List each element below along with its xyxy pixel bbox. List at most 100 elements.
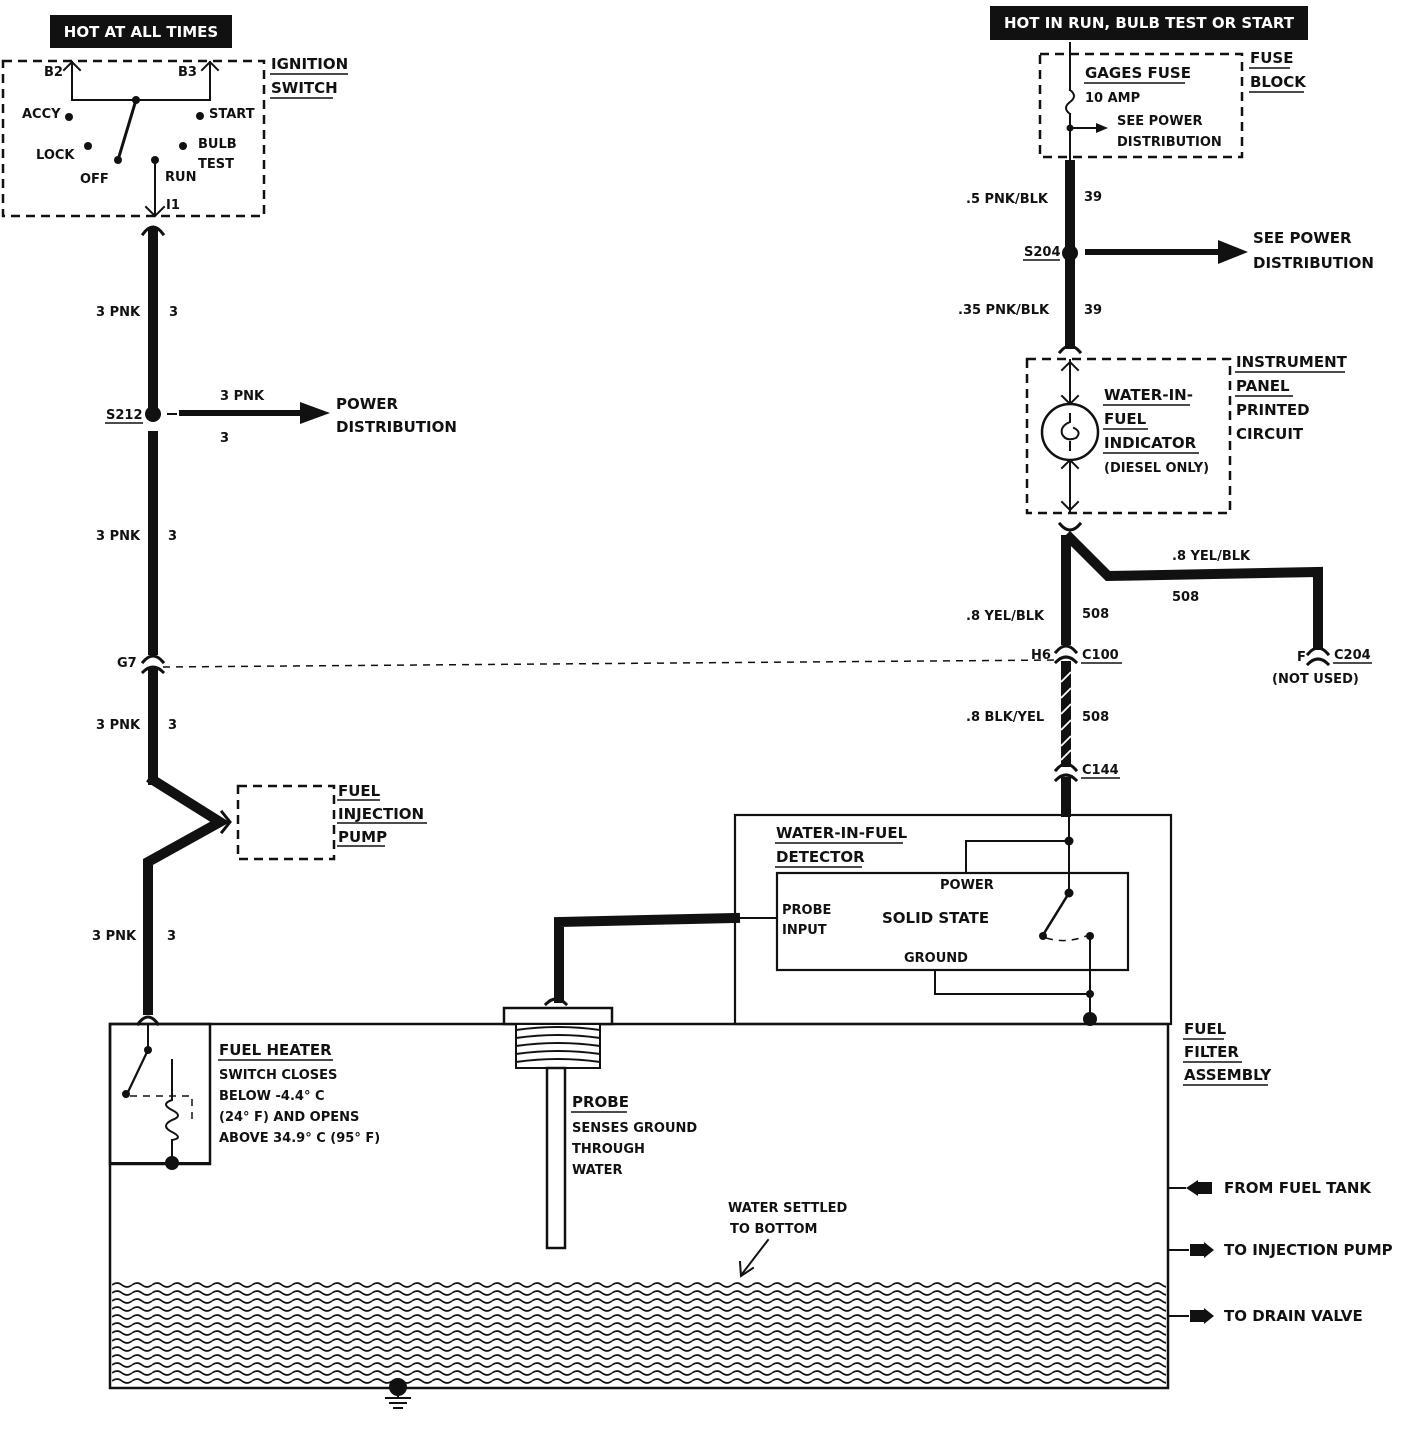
left-circuit: 3 PNK 3 S212 3 PNK 3 POWER DISTRIBUTION … — [92, 225, 457, 1027]
port-to-injection-pump: TO INJECTION PUMP — [1167, 1241, 1393, 1259]
right-wire-a-size: .5 PNK/BLK — [966, 192, 1049, 207]
right-branch-num: 508 — [1172, 590, 1199, 605]
ignition-switch-title-1: IGNITION — [271, 55, 348, 73]
fuel-heater-line-2: BELOW -4.4° C — [219, 1089, 325, 1104]
bulb-icon — [1040, 402, 1100, 462]
fuel-heater-line-3: (24° F) AND OPENS — [219, 1110, 359, 1125]
header-hot-at-all-times-text: HOT AT ALL TIMES — [64, 23, 218, 41]
detector-probe-2: INPUT — [782, 923, 827, 938]
right-wire-b-size: .35 PNK/BLK — [958, 303, 1050, 318]
see-power-arrow — [1218, 240, 1248, 264]
probe-line-1: SENSES GROUND — [572, 1121, 697, 1136]
instrument-panel-title-4: CIRCUIT — [1236, 425, 1304, 443]
fuel-injection-pump-line-3: PUMP — [338, 828, 387, 846]
fuse-block: FUSE BLOCK GAGES FUSE 10 AMP SEE POWER D… — [1038, 42, 1307, 161]
settled-water — [112, 1282, 1166, 1386]
filter-title-1: FUEL — [1184, 1020, 1227, 1038]
connector-c204: C204 — [1334, 648, 1371, 663]
left-wire-a-size: 3 PNK — [96, 305, 141, 320]
connector-g7: G7 — [117, 656, 137, 671]
fuel-heater-title: FUEL HEATER — [219, 1041, 332, 1059]
instrument-panel-title-3: PRINTED — [1236, 401, 1310, 419]
power-dist-text-2: DISTRIBUTION — [336, 418, 457, 436]
wire-stripe — [1060, 671, 1072, 761]
probe-rod — [545, 1066, 567, 1250]
splice-s212 — [145, 406, 161, 422]
ignition-bulb: BULB — [198, 137, 237, 152]
s204-see-1: SEE POWER — [1253, 229, 1352, 247]
left-branch-size: 3 PNK — [220, 389, 265, 404]
s204-see-2: DISTRIBUTION — [1253, 254, 1374, 272]
filter-title-2: FILTER — [1184, 1043, 1239, 1061]
right-wire-a-num: 39 — [1084, 190, 1102, 205]
ignition-i1: I1 — [166, 198, 180, 213]
filter-title-3: ASSEMBLY — [1184, 1066, 1272, 1084]
ignition-accy: ACCY — [22, 107, 61, 122]
fuel-filter-assembly: FUEL FILTER ASSEMBLY WATER SETTLED TO BO… — [108, 1020, 1393, 1409]
left-wire-b-num: 3 — [168, 529, 177, 544]
detector-ground: GROUND — [904, 951, 968, 966]
indicator-text-2: FUEL — [1104, 410, 1147, 428]
right-wire-b-num: 39 — [1084, 303, 1102, 318]
probe: PROBE SENSES GROUND THROUGH WATER — [502, 997, 697, 1250]
fuel-heater-line-1: SWITCH CLOSES — [219, 1068, 337, 1083]
probe-title: PROBE — [572, 1093, 629, 1111]
detector-title-2: DETECTOR — [776, 848, 865, 866]
instrument-panel-title-1: INSTRUMENT — [1236, 353, 1348, 371]
fuse-block-title-2: BLOCK — [1250, 73, 1307, 91]
splice-s212-label: S212 — [106, 408, 143, 423]
fuel-heater: FUEL HEATER SWITCH CLOSES BELOW -4.4° C … — [108, 1022, 380, 1170]
left-wire-c-num: 3 — [168, 718, 177, 733]
left-wire-b-size: 3 PNK — [96, 529, 141, 544]
c204-not-used: (NOT USED) — [1272, 672, 1359, 687]
fuse-see-1: SEE POWER — [1117, 114, 1202, 129]
fuse-block-title-1: FUSE — [1250, 49, 1293, 67]
left-wire-d-num: 3 — [167, 929, 176, 944]
gages-fuse-rating: 10 AMP — [1085, 91, 1140, 106]
detector-solid-state: SOLID STATE — [882, 909, 989, 927]
ignition-start: START — [209, 107, 255, 122]
detector-ground-node — [1083, 1012, 1097, 1026]
ignition-run: RUN — [165, 170, 196, 185]
ignition-b3: B3 — [178, 65, 197, 80]
detector-power: POWER — [940, 878, 994, 893]
ignition-switch-title-2: SWITCH — [271, 79, 338, 97]
left-branch-num: 3 — [220, 431, 229, 446]
water-settled-2: TO BOTTOM — [730, 1222, 817, 1237]
solid-state-box — [775, 871, 1130, 972]
fuel-injection-pump: FUEL INJECTION PUMP — [236, 782, 427, 861]
water-settled-1: WATER SETTLED — [728, 1201, 848, 1216]
right-wire-c-size: .8 YEL/BLK — [966, 609, 1045, 624]
ignition-lock: LOCK — [36, 148, 75, 163]
splice-s204-label: S204 — [1024, 245, 1061, 260]
connector-f: F — [1297, 650, 1306, 665]
from-fuel-tank: FROM FUEL TANK — [1224, 1179, 1372, 1197]
water-in-fuel-detector: WATER-IN-FUEL DETECTOR POWER PROBE INPUT… — [554, 813, 1173, 1026]
port-to-drain-valve: TO DRAIN VALVE — [1167, 1307, 1363, 1325]
to-drain-valve: TO DRAIN VALVE — [1224, 1307, 1363, 1325]
indicator-text-3: INDICATOR — [1104, 434, 1197, 452]
fuse-see-2: DISTRIBUTION — [1117, 135, 1222, 150]
right-circuit: .5 PNK/BLK 39 S204 SEE POWER DISTRIBUTIO… — [958, 160, 1374, 817]
port-from-fuel-tank: FROM FUEL TANK — [1169, 1179, 1372, 1197]
connector-c144: C144 — [1082, 763, 1119, 778]
ignition-switch: IGNITION SWITCH B2 B3 ACCY START LOCK BU… — [1, 55, 348, 218]
detector-probe-1: PROBE — [782, 903, 831, 918]
probe-line-2: THROUGH — [572, 1142, 645, 1157]
connector-h6: H6 — [1031, 648, 1051, 663]
probe-line-3: WATER — [572, 1163, 623, 1178]
fuel-injection-pump-line-1: FUEL — [338, 782, 381, 800]
indicator-text-4: (DIESEL ONLY) — [1104, 461, 1209, 476]
left-wire-d-size: 3 PNK — [92, 929, 137, 944]
header-hot-in-run: HOT IN RUN, BULB TEST OR START — [990, 6, 1308, 40]
instrument-panel: INSTRUMENT PANEL PRINTED CIRCUIT WATER-I… — [1025, 353, 1348, 515]
right-wire-c-num: 508 — [1082, 607, 1109, 622]
indicator-text-1: WATER-IN- — [1104, 386, 1193, 404]
power-distribution-arrow — [300, 402, 330, 424]
ignition-test: TEST — [198, 157, 234, 172]
header-hot-in-run-text: HOT IN RUN, BULB TEST OR START — [1004, 14, 1295, 32]
ignition-b2: B2 — [44, 65, 63, 80]
fuel-injection-pump-line-2: INJECTION — [338, 805, 424, 823]
gages-fuse-name: GAGES FUSE — [1085, 64, 1191, 82]
